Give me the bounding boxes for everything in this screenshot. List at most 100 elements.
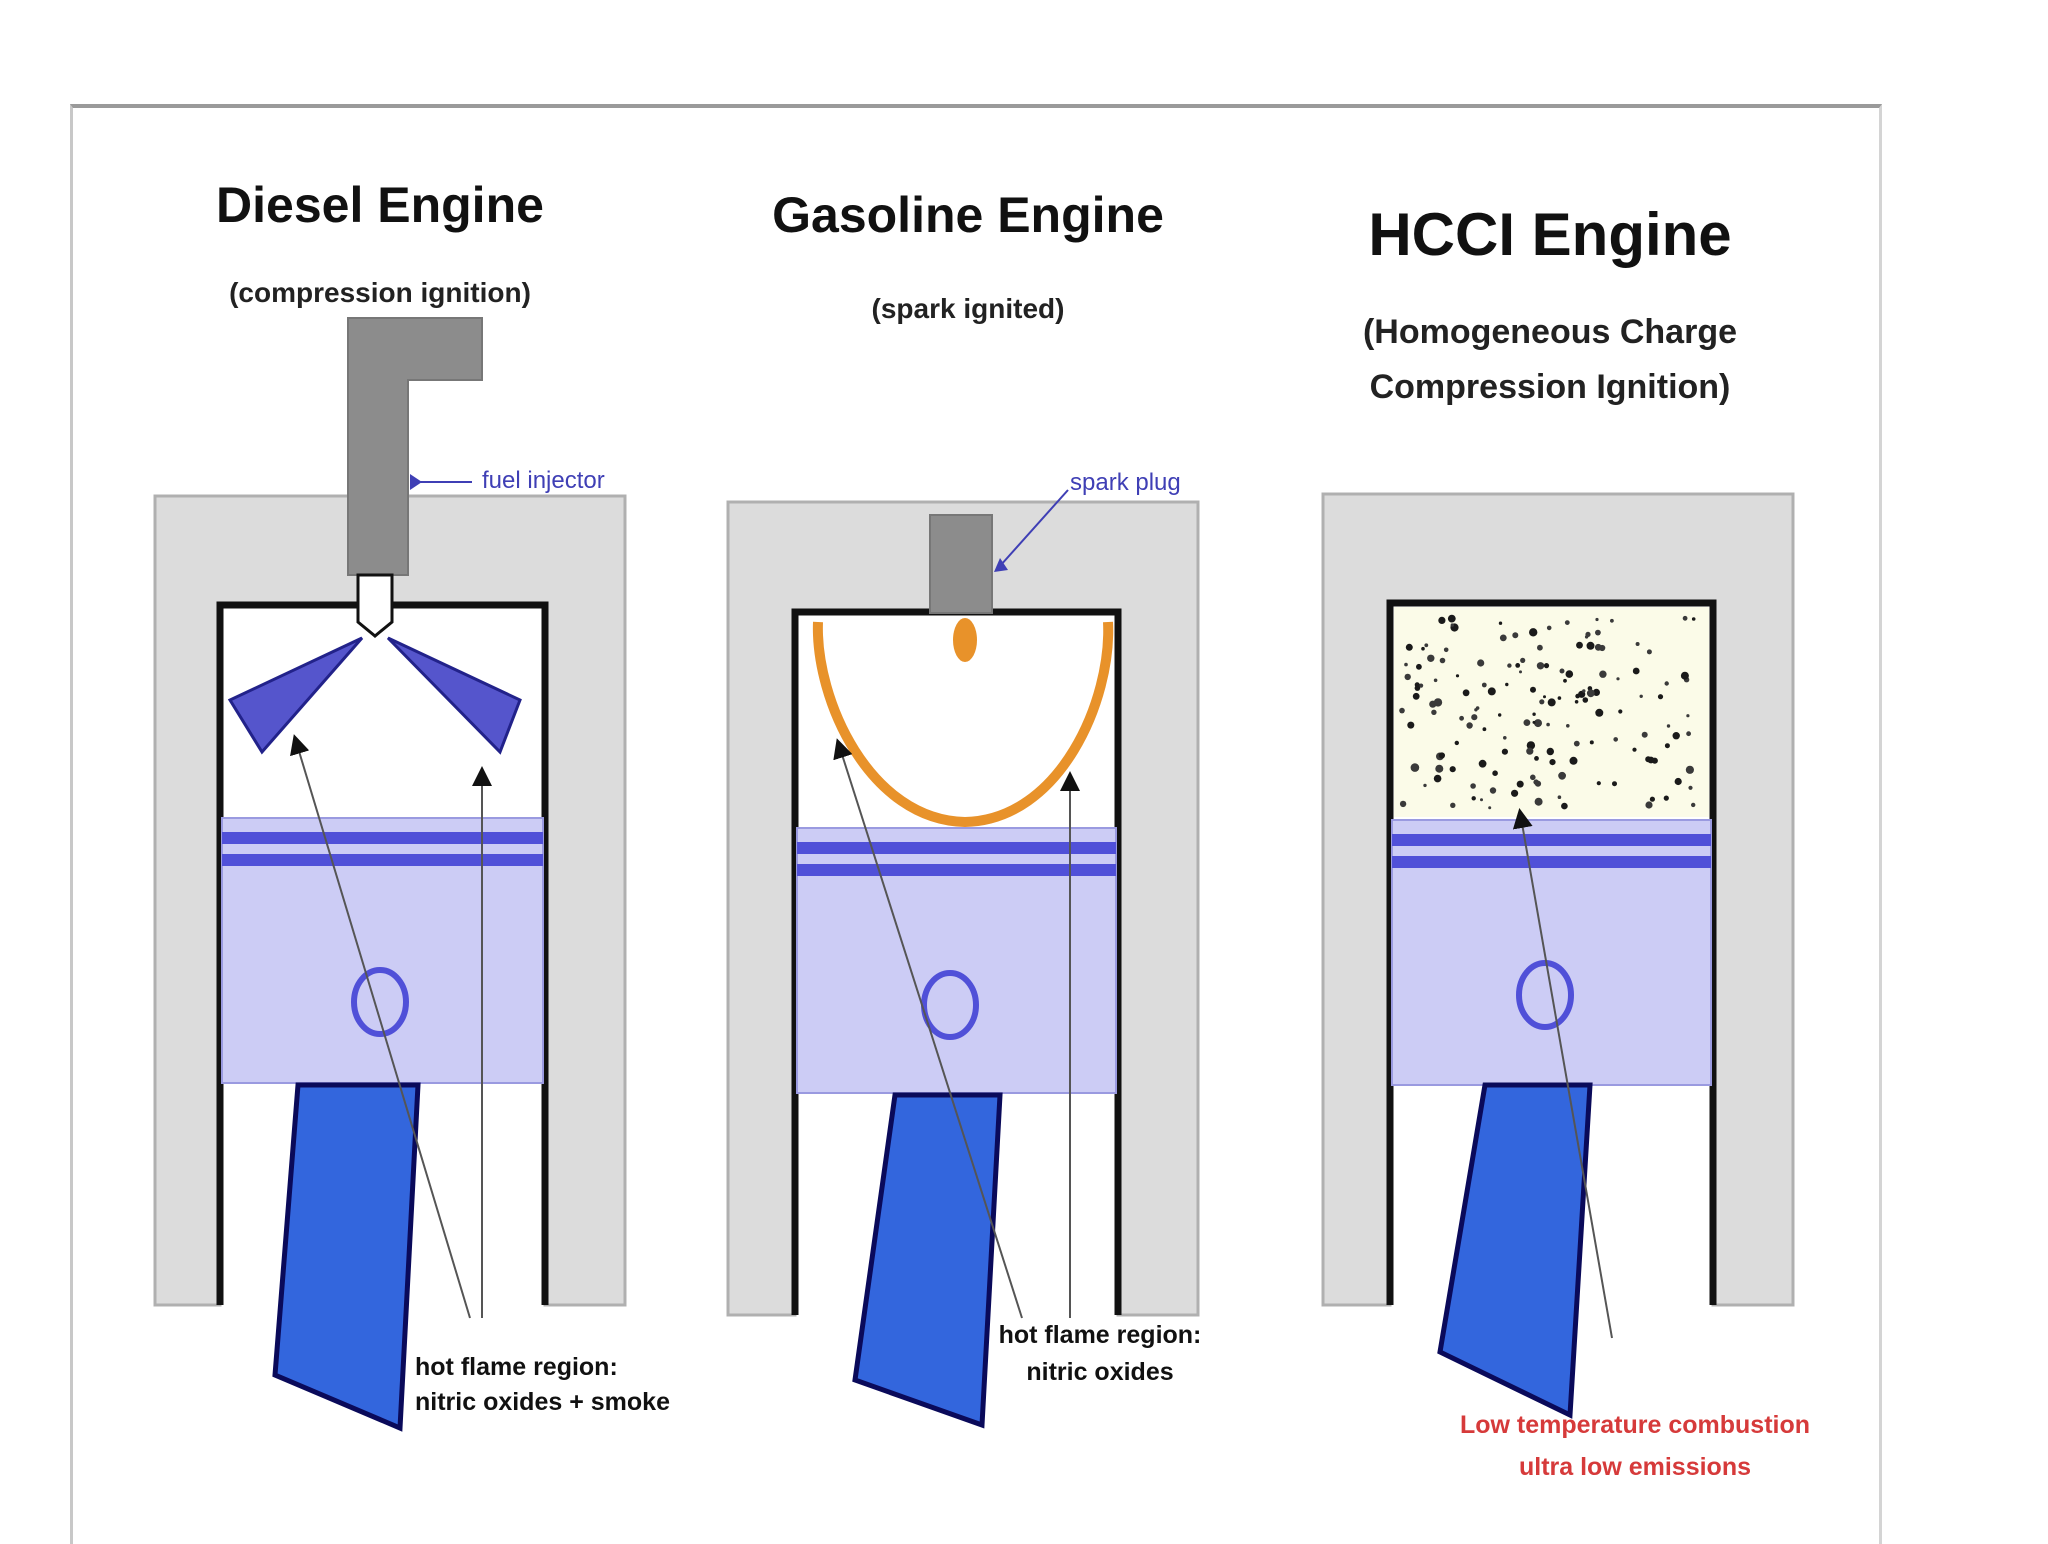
mixture-particle <box>1399 707 1405 714</box>
mixture-particle <box>1584 635 1589 639</box>
mixture-particle <box>1691 617 1696 621</box>
mixture-particle <box>1489 787 1497 794</box>
gasoline-wrist-pin <box>921 970 979 1040</box>
mixture-particle <box>1564 620 1570 625</box>
hcci-subtitle-line-1: (Homogeneous Charge <box>1363 313 1737 351</box>
mixture-particle <box>1501 748 1508 755</box>
mixture-particle <box>1454 740 1460 746</box>
mixture-particle <box>1505 682 1509 687</box>
mixture-particle <box>1559 668 1565 674</box>
mixture-particle <box>1487 687 1496 696</box>
mixture-particle <box>1471 796 1476 801</box>
mixture-particle <box>1596 781 1601 786</box>
mixture-particle <box>1462 689 1470 697</box>
mixture-particle <box>1404 673 1411 681</box>
mixture-particle <box>1421 646 1425 651</box>
mixture-particle <box>1546 625 1552 631</box>
fuel-injector-icon <box>347 317 483 576</box>
mixture-particle <box>1523 719 1531 726</box>
mixture-particle <box>1674 777 1682 786</box>
diesel-connecting-rod <box>272 1082 421 1432</box>
mixture-particle <box>1530 686 1536 693</box>
mixture-particle <box>1471 714 1478 721</box>
gasoline-note-line-1: hot flame region: <box>999 1321 1202 1349</box>
diesel-wrist-pin <box>351 967 409 1037</box>
mixture-particle <box>1558 771 1566 780</box>
mixture-particle <box>1416 663 1422 670</box>
mixture-particle <box>1492 770 1498 776</box>
mixture-particle <box>1515 663 1521 668</box>
mixture-particle <box>1433 774 1442 783</box>
mixture-particle <box>1599 670 1607 678</box>
mixture-particle <box>1480 798 1483 802</box>
mixture-particle <box>1519 670 1522 674</box>
mixture-particle <box>1433 678 1438 683</box>
mixture-particle <box>1566 724 1570 728</box>
mixture-particle <box>1533 779 1539 785</box>
mixture-particle <box>1499 634 1507 642</box>
mixture-particle <box>1595 629 1601 636</box>
mixture-particle <box>1438 616 1446 625</box>
mixture-particle <box>1530 774 1536 781</box>
mixture-particle <box>1613 737 1618 742</box>
mixture-particle <box>1488 806 1492 810</box>
mixture-particle <box>1424 643 1429 648</box>
mixture-particle <box>1647 756 1655 764</box>
injector-nozzle <box>356 573 394 638</box>
mixture-particle <box>1455 674 1460 678</box>
mixture-particle <box>1664 743 1670 749</box>
mixture-particle <box>1427 654 1435 662</box>
mixture-particle <box>1565 670 1574 678</box>
mixture-particle <box>1685 765 1694 774</box>
mixture-particle <box>1481 682 1487 688</box>
mixture-particle <box>1477 659 1485 667</box>
mixture-particle <box>1429 700 1437 708</box>
mixture-particle <box>1532 712 1536 716</box>
mixture-particle <box>1680 671 1689 680</box>
mixture-particle <box>1511 789 1519 797</box>
mixture-particle <box>1546 747 1555 756</box>
hcci-title: HCCI Engine <box>1368 201 1731 268</box>
mixture-particle <box>1549 759 1556 766</box>
mixture-particle <box>1657 694 1664 700</box>
mixture-particle <box>1526 747 1534 755</box>
mixture-particle <box>1595 617 1599 622</box>
mixture-particle <box>1474 708 1478 712</box>
mixture-particle <box>1532 720 1536 724</box>
mixture-particle <box>1682 615 1688 621</box>
spark-icon <box>953 618 977 662</box>
mixture-particle <box>1503 736 1507 740</box>
slide-frame <box>70 104 1882 1544</box>
mixture-particle <box>1404 662 1408 667</box>
mixture-particle <box>1646 649 1652 655</box>
mixture-particle <box>1534 719 1542 728</box>
mixture-particle <box>1592 688 1600 697</box>
mixture-particle <box>1423 783 1427 788</box>
hcci-piston-ring-1 <box>1392 834 1711 846</box>
mixture-particle <box>1520 657 1526 664</box>
mixture-particle <box>1470 783 1476 789</box>
mixture-particle <box>1563 678 1567 683</box>
mixture-particle <box>1574 700 1579 704</box>
mixture-particle <box>1410 763 1420 772</box>
mixture-particle <box>1612 781 1617 787</box>
fuel-spray-left <box>227 636 364 755</box>
mixture-particle <box>1586 641 1595 650</box>
diesel-piston-ring-2 <box>222 854 543 866</box>
gasoline-note-line-2: nitric oxides <box>1026 1358 1173 1386</box>
mixture-particle <box>1635 642 1640 646</box>
mixture-particle <box>1595 708 1604 717</box>
mixture-particle <box>1557 696 1562 700</box>
hcci-piston-ring-2 <box>1392 856 1711 868</box>
mixture-particle <box>1431 709 1437 715</box>
mixture-particle <box>1439 657 1446 664</box>
mixture-particle <box>1438 752 1445 759</box>
mixture-particle <box>1449 766 1456 773</box>
diesel-engine: Diesel Engine (compression ignition) fue… <box>153 177 670 1432</box>
mixture-particle <box>1414 682 1420 688</box>
mixture-particle <box>1561 802 1568 810</box>
gasoline-engine: Gasoline Engine (spark ignited) spark pl… <box>726 187 1202 1429</box>
mixture-particle <box>1482 727 1487 732</box>
mixture-particle <box>1466 722 1473 729</box>
